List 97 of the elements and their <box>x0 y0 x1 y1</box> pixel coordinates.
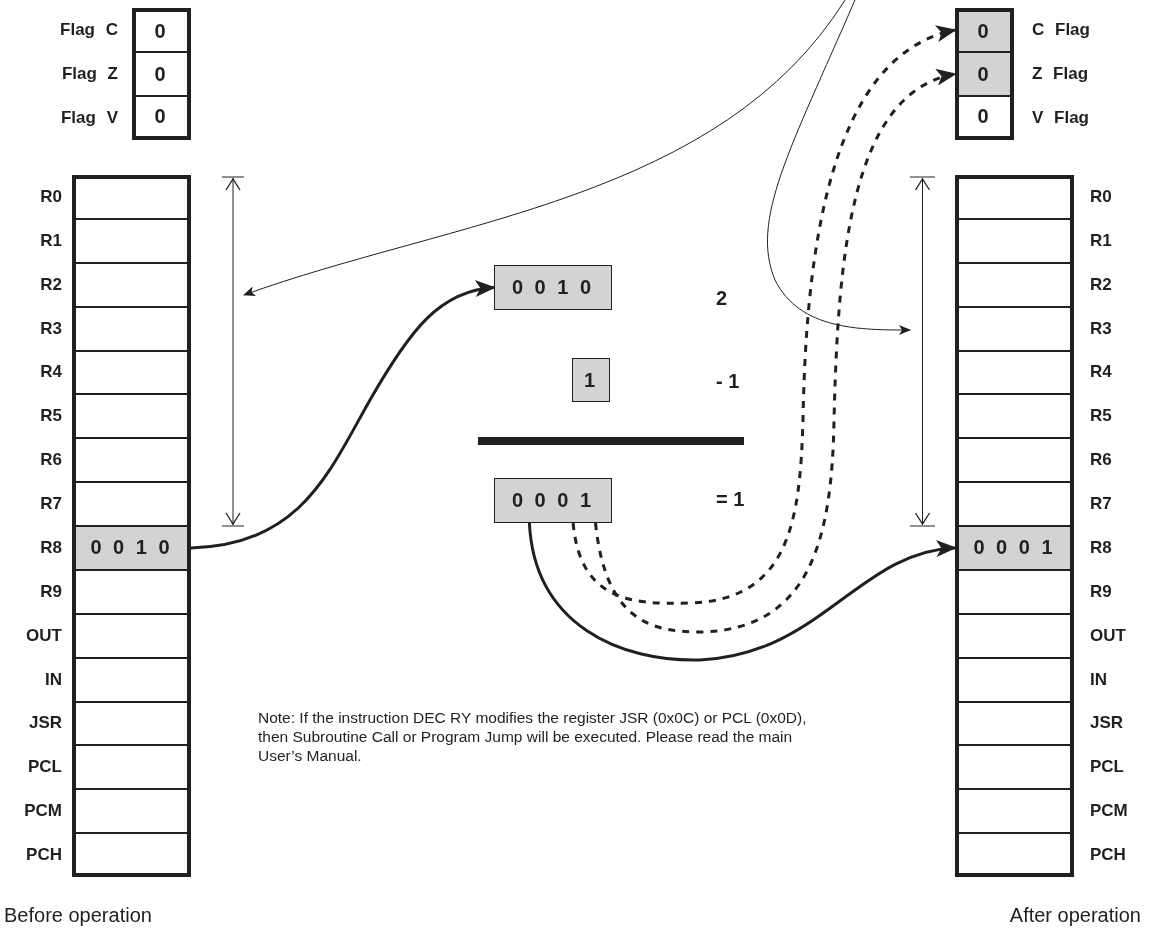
operand-value: 2 <box>716 287 728 310</box>
dimension-line <box>910 176 935 527</box>
register-label: R5 <box>40 406 62 427</box>
flag-cell: 0 <box>958 52 1011 96</box>
register-cell <box>75 178 188 219</box>
flag-cell: 0 <box>958 96 1011 137</box>
register-cell <box>75 218 188 263</box>
register-label: R1 <box>40 230 62 251</box>
dimension-line <box>222 176 244 527</box>
register-cell: 0 0 0 1 <box>958 526 1071 570</box>
flag-register-box <box>132 8 191 140</box>
operand-value: = 1 <box>716 488 745 511</box>
register-label: PCL <box>28 757 62 778</box>
register-label: PCH <box>26 845 62 866</box>
operand-box: 0 0 1 0 <box>494 265 612 310</box>
register-cell <box>958 482 1071 526</box>
register-cell <box>75 569 188 614</box>
register-cell <box>75 482 188 526</box>
register-label: R8 <box>1090 537 1112 558</box>
register-cell: 0 0 1 0 <box>75 526 188 570</box>
flag-cell: 0 <box>135 96 188 137</box>
flag-cell: 0 <box>958 11 1011 52</box>
register-label: R9 <box>40 581 62 602</box>
register-cell <box>958 789 1071 834</box>
register-label: PCM <box>24 801 62 822</box>
register-label: JSR <box>28 713 62 734</box>
caption: Before operation <box>4 904 152 927</box>
register-label: R3 <box>40 318 62 339</box>
register-cell <box>958 306 1071 351</box>
register-cell <box>958 701 1071 746</box>
register-label: R2 <box>40 274 62 295</box>
arrow <box>594 71 957 634</box>
register-cell <box>75 745 188 790</box>
register-cell <box>75 262 188 307</box>
register-cell <box>958 438 1071 483</box>
register-cell <box>958 833 1071 874</box>
register-label: R7 <box>1090 494 1112 515</box>
caption: After operation <box>1009 904 1141 927</box>
register-cell <box>958 745 1071 790</box>
arrow <box>190 281 496 550</box>
flag-register-box <box>955 8 1014 140</box>
register-label: R9 <box>1090 581 1112 602</box>
register-label: R6 <box>1090 450 1112 471</box>
arrow <box>527 522 957 662</box>
register-cell <box>75 789 188 834</box>
register-label: R2 <box>1090 274 1112 295</box>
register-column <box>955 175 1074 877</box>
register-label: R3 <box>1090 318 1112 339</box>
register-cell <box>958 657 1071 702</box>
register-cell <box>958 178 1071 219</box>
register-cell <box>75 394 188 439</box>
register-label: R6 <box>40 450 62 471</box>
register-cell <box>75 306 188 351</box>
arrow <box>571 27 957 605</box>
register-cell <box>75 701 188 746</box>
register-cell <box>958 613 1071 658</box>
register-label: JSR <box>1090 713 1124 734</box>
register-label: OUT <box>1090 625 1126 646</box>
register-cell <box>75 350 188 395</box>
register-label: OUT <box>26 625 62 646</box>
arrow <box>767 0 911 335</box>
flag-label: Flag Z <box>61 64 118 84</box>
register-label: R7 <box>40 494 62 515</box>
register-label: R0 <box>1090 186 1112 207</box>
register-label: R8 <box>40 537 62 558</box>
register-cell <box>75 613 188 658</box>
flag-label: Z Flag <box>1032 64 1089 84</box>
register-cell <box>958 262 1071 307</box>
flag-label: C Flag <box>1032 20 1090 40</box>
flag-cell: 0 <box>135 11 188 52</box>
flag-cell: 0 <box>135 52 188 96</box>
flag-label: V Flag <box>1032 108 1089 128</box>
register-label: R0 <box>40 186 62 207</box>
register-cell <box>958 350 1071 395</box>
register-cell <box>958 569 1071 614</box>
note-text: Note: If the instruction DEC RY modifies the register JSR (0x0C) or PCL (0x0D), then Subroutine Call or Program Jump will be executed. Please read the main User’s Manual. <box>258 708 808 765</box>
register-column <box>72 175 191 877</box>
register-cell <box>75 438 188 483</box>
register-label: IN <box>1090 669 1107 690</box>
register-label: PCM <box>1090 801 1128 822</box>
flag-label: Flag C <box>60 20 118 40</box>
register-label: R4 <box>1090 362 1112 383</box>
register-label: PCH <box>1090 845 1126 866</box>
operand-box: 1 <box>572 358 610 402</box>
arrow <box>243 0 846 297</box>
register-cell <box>958 218 1071 263</box>
register-cell <box>958 394 1071 439</box>
register-label: R1 <box>1090 230 1112 251</box>
operand-box: 0 0 0 1 <box>494 478 612 523</box>
register-cell <box>75 833 188 874</box>
register-label: R4 <box>40 362 62 383</box>
flag-label: Flag V <box>61 108 118 128</box>
register-label: IN <box>45 669 62 690</box>
register-cell <box>75 657 188 702</box>
register-label: R5 <box>1090 406 1112 427</box>
register-label: PCL <box>1090 757 1124 778</box>
operand-value: - 1 <box>716 370 740 393</box>
